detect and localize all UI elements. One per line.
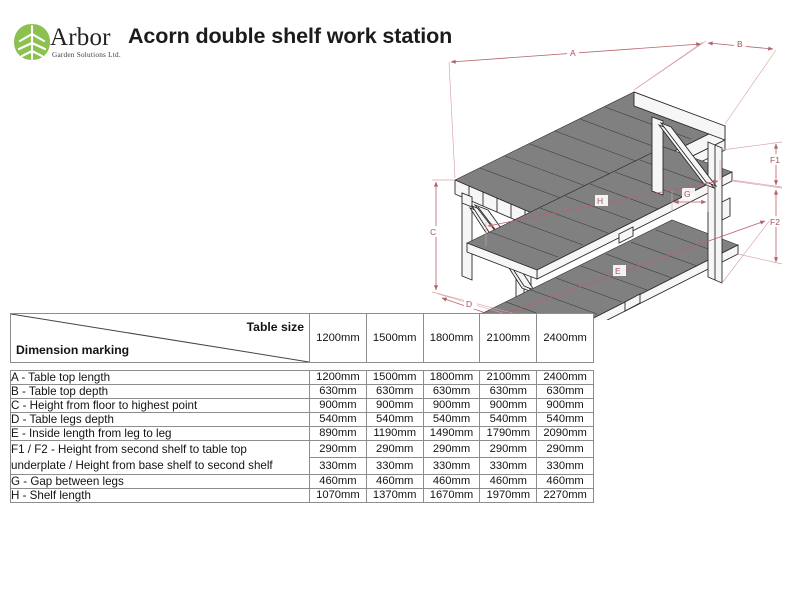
header-diagonal-divider [11,314,309,362]
row-g-val-1200: 460mm [309,474,367,489]
row-b-val-2100: 630mm [479,384,538,399]
svg-text:H: H [597,196,603,206]
row-f2-val-1200: 330mm [309,457,367,475]
row-g-val-2400: 460mm [536,474,594,489]
row-c-val-1800: 900mm [422,398,481,413]
row-f1-val-1500: 290mm [365,440,424,458]
row-c-val-1500: 900mm [365,398,424,413]
svg-text:F1: F1 [770,155,780,165]
row-g-val-1500: 460mm [365,474,424,489]
table-row: C - Height from floor to highest point 9… [10,398,594,413]
row-e-val-1800: 1490mm [422,426,481,441]
table-gap-row [10,362,594,371]
row-b-val-1200: 630mm [309,384,367,399]
row-d-val-1200: 540mm [309,412,367,427]
header-size-1500: 1500mm [365,313,424,363]
table-header-row: Table size Dimension marking 1200mm 1500… [10,313,594,363]
row-label-b: B - Table top depth [10,384,310,399]
row-e-val-1200: 890mm [309,426,367,441]
dimension-H: H [485,160,721,246]
header-split-cell: Table size Dimension marking [10,313,310,363]
row-e-val-2100: 1790mm [479,426,538,441]
row-label-h: H - Shelf length [10,488,310,503]
svg-text:A: A [570,48,576,58]
row-b-val-1500: 630mm [365,384,424,399]
table-row: B - Table top depth 630mm 630mm 630mm 63… [10,384,594,399]
row-h-val-2400: 2270mm [536,488,594,503]
row-d-val-2100: 540mm [479,412,538,427]
brand-name: Arbor [50,24,111,51]
page-header: Arbor Garden Solutions Ltd. Acorn double… [0,0,800,80]
row-h-val-1200: 1070mm [309,488,367,503]
page-title: Acorn double shelf work station [128,24,453,48]
row-d-val-2400: 540mm [536,412,594,427]
table-row: H - Shelf length 1070mm 1370mm 1670mm 19… [10,488,594,503]
dimension-B: B [633,38,777,125]
table-row: E - Inside length from leg to leg 890mm … [10,426,594,441]
row-a-val-1500: 1500mm [365,370,424,385]
dimension-spec-table: Table size Dimension marking 1200mm 1500… [10,313,594,503]
row-f2-val-1800: 330mm [422,457,481,475]
row-f1-val-1800: 290mm [422,440,481,458]
brand-logo: Arbor Garden Solutions Ltd. [12,22,132,68]
row-label-d: D - Table legs depth [10,412,310,427]
dimension-F2: F2 [731,180,784,265]
row-label-f-line2: underplate / Height from base shelf to s… [11,458,273,472]
svg-text:C: C [430,227,436,237]
brand-tagline: Garden Solutions Ltd. [52,51,121,59]
row-c-val-2400: 900mm [536,398,594,413]
table-row: 330mm 330mm 330mm 330mm 330mm [11,457,594,475]
header-table-size-label: Table size [246,320,304,334]
row-c-val-1200: 900mm [309,398,367,413]
row-e-val-2400: 2090mm [536,426,594,441]
row-c-val-2100: 900mm [479,398,538,413]
row-a-val-2100: 2100mm [479,370,538,385]
svg-text:E: E [615,266,621,276]
dimension-E: E [477,219,771,320]
row-f2-val-2400: 330mm [536,457,594,475]
row-f1-val-1200: 290mm [309,440,367,458]
row-d-val-1800: 540mm [422,412,481,427]
dimension-F1: F1 [721,141,784,188]
row-a-val-1200: 1200mm [309,370,367,385]
table-row: G - Gap between legs 460mm 460mm 460mm 4… [10,474,594,489]
row-e-val-1500: 1190mm [365,426,424,441]
row-h-val-1800: 1670mm [422,488,481,503]
header-size-2100: 2100mm [479,313,538,363]
row-label-a: A - Table top length [10,370,310,385]
row-h-val-1500: 1370mm [365,488,424,503]
row-label-f-line1: F1 / F2 - Height from second shelf to ta… [11,442,247,456]
row-label-f: F1 / F2 - Height from second shelf to ta… [10,440,310,475]
svg-text:F2: F2 [770,217,780,227]
header-size-2400: 2400mm [536,313,594,363]
svg-text:D: D [466,299,472,309]
row-label-c: C - Height from floor to highest point [10,398,310,413]
row-f1-val-2400: 290mm [536,440,594,458]
leaf-icon [14,24,50,61]
row-f2-val-2100: 330mm [479,457,538,475]
row-h-val-2100: 1970mm [479,488,538,503]
table-row: A - Table top length 1200mm 1500mm 1800m… [10,370,594,385]
product-technical-drawing: .ln { stroke:#2b2b2b; stroke-width:.9; f… [420,30,800,320]
header-dimension-marking-label: Dimension marking [16,343,130,357]
row-label-g: G - Gap between legs [10,474,310,489]
row-d-val-1500: 540mm [365,412,424,427]
row-f2-val-1500: 330mm [365,457,424,475]
header-size-1800: 1800mm [422,313,481,363]
row-a-val-1800: 1800mm [422,370,481,385]
table-row: F1 / F2 - Height from second shelf to ta… [10,440,594,475]
row-f1-val-2100: 290mm [479,440,538,458]
row-g-val-1800: 460mm [422,474,481,489]
row-b-val-1800: 630mm [422,384,481,399]
table-row: D - Table legs depth 540mm 540mm 540mm 5… [10,412,594,427]
svg-text:B: B [737,39,743,49]
svg-text:G: G [684,189,691,199]
header-size-1200: 1200mm [309,313,367,363]
row-g-val-2100: 460mm [479,474,538,489]
row-a-val-2400: 2400mm [536,370,594,385]
row-label-e: E - Inside length from leg to leg [10,426,310,441]
row-b-val-2400: 630mm [536,384,594,399]
